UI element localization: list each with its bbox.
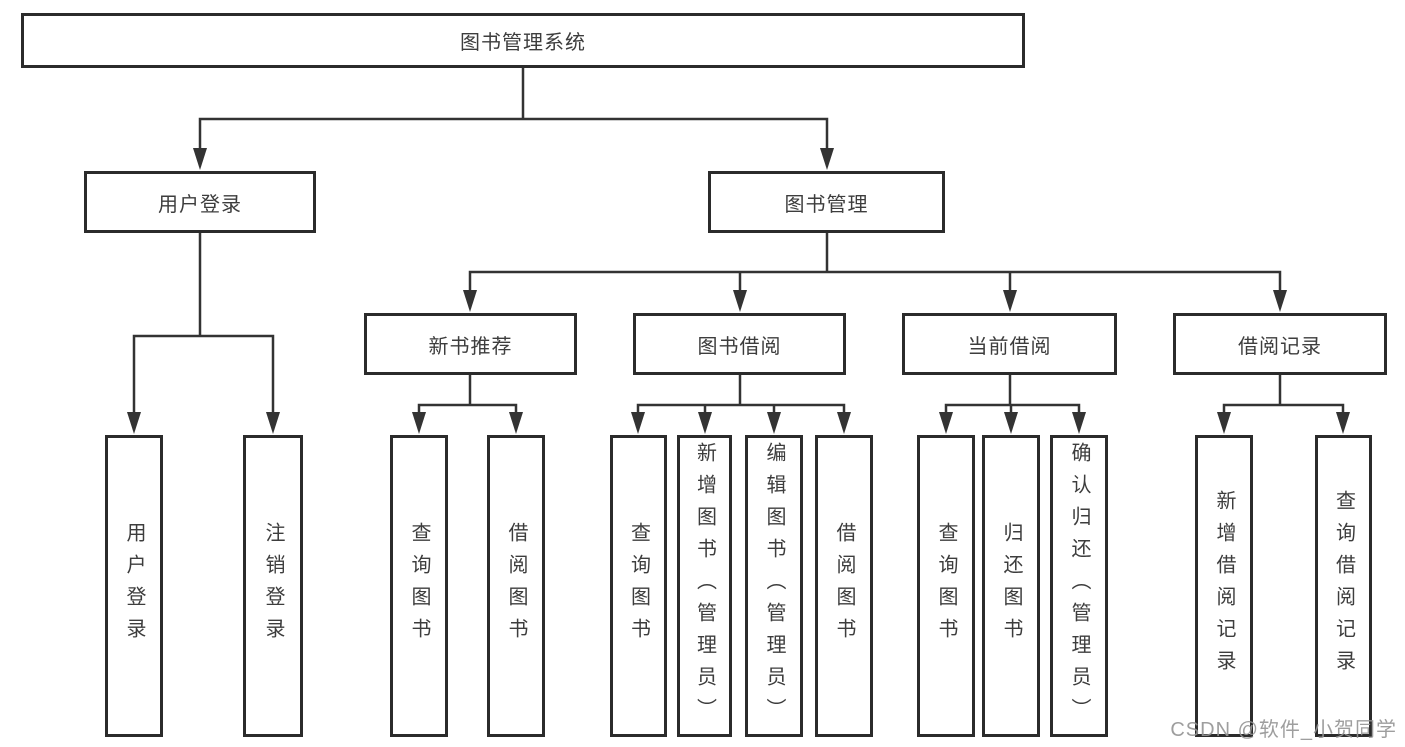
leaf-edit-books-admin: 编辑图书（管理员） — [745, 435, 803, 737]
node-label: 图书管理系统 — [460, 32, 586, 54]
node-label: 用户登录 — [158, 193, 242, 216]
leaf-label: 借阅图书 — [833, 522, 855, 650]
leaf-label: 查询图书 — [408, 522, 430, 650]
connector-new-books-to-leaves — [417, 375, 518, 415]
arrowhead — [463, 290, 477, 312]
arrowhead — [733, 290, 747, 312]
node-user-login: 用户登录 — [84, 171, 316, 233]
leaf-add-borrow-record: 新增借阅记录 — [1195, 435, 1253, 737]
leaf-return-books: 归还图书 — [982, 435, 1040, 737]
arrowhead — [266, 412, 280, 434]
arrowhead — [939, 412, 953, 434]
leaf-label: 注销登录 — [262, 522, 284, 650]
arrowhead — [127, 412, 141, 434]
arrowhead — [1336, 412, 1350, 434]
arrowhead — [412, 412, 426, 434]
arrowhead — [1072, 412, 1086, 434]
node-label: 新书推荐 — [428, 335, 513, 358]
connector-root-to-level2 — [198, 68, 829, 151]
leaf-borrow-books-1: 借阅图书 — [487, 435, 545, 737]
node-label: 图书借阅 — [697, 335, 782, 358]
leaf-query-books-2: 查询图书 — [610, 435, 667, 737]
arrowhead — [631, 412, 645, 434]
leaf-logout: 注销登录 — [243, 435, 303, 737]
leaf-label: 确认归还（管理员） — [1068, 442, 1090, 730]
leaf-label: 新增借阅记录 — [1213, 490, 1235, 682]
arrowhead — [698, 412, 712, 434]
connector-records-to-leaves — [1222, 375, 1345, 415]
node-book-management: 图书管理 — [708, 171, 945, 233]
node-book-borrowing: 图书借阅 — [633, 313, 846, 375]
arrowhead — [509, 412, 523, 434]
node-current-borrowing: 当前借阅 — [902, 313, 1117, 375]
arrowheads — [127, 148, 1350, 434]
connector-borrowing-to-leaves — [636, 375, 846, 415]
leaf-query-books-1: 查询图书 — [390, 435, 448, 737]
arrowhead — [1217, 412, 1231, 434]
arrowhead — [193, 148, 207, 170]
arrowhead — [820, 148, 834, 170]
leaf-label: 用户登录 — [123, 522, 145, 650]
connector-user-login-to-leaves — [132, 233, 275, 415]
arrowhead — [837, 412, 851, 434]
leaf-label: 查询图书 — [627, 522, 650, 650]
node-library-management-system: 图书管理系统 — [21, 13, 1025, 68]
arrowhead — [1273, 290, 1287, 312]
leaf-query-borrow-record: 查询借阅记录 — [1315, 435, 1372, 737]
connector-current-to-leaves — [944, 375, 1081, 415]
arrowhead — [767, 412, 781, 434]
leaf-confirm-return-admin: 确认归还（管理员） — [1050, 435, 1108, 737]
leaf-label: 归还图书 — [1000, 522, 1022, 650]
csdn-watermark: CSDN @软件_小贺同学 — [1170, 719, 1397, 741]
arrowhead — [1004, 412, 1018, 434]
arrowhead — [1003, 290, 1017, 312]
leaf-query-books-3: 查询图书 — [917, 435, 975, 737]
leaf-label: 借阅图书 — [505, 522, 527, 650]
leaf-label: 新增图书（管理员） — [693, 442, 716, 730]
connector-book-mgmt-to-level3 — [468, 233, 1282, 292]
node-new-book-recommendation: 新书推荐 — [364, 313, 577, 375]
leaf-label: 查询借阅记录 — [1332, 490, 1355, 682]
leaf-label: 查询图书 — [935, 522, 957, 650]
leaf-user-login: 用户登录 — [105, 435, 163, 737]
node-label: 借阅记录 — [1238, 335, 1322, 358]
leaf-add-books-admin: 新增图书（管理员） — [677, 435, 732, 737]
node-label: 当前借阅 — [967, 335, 1052, 358]
leaf-label: 编辑图书（管理员） — [763, 442, 785, 730]
node-label: 图书管理 — [784, 193, 869, 216]
leaf-borrow-books-2: 借阅图书 — [815, 435, 873, 737]
node-borrowing-records: 借阅记录 — [1173, 313, 1387, 375]
